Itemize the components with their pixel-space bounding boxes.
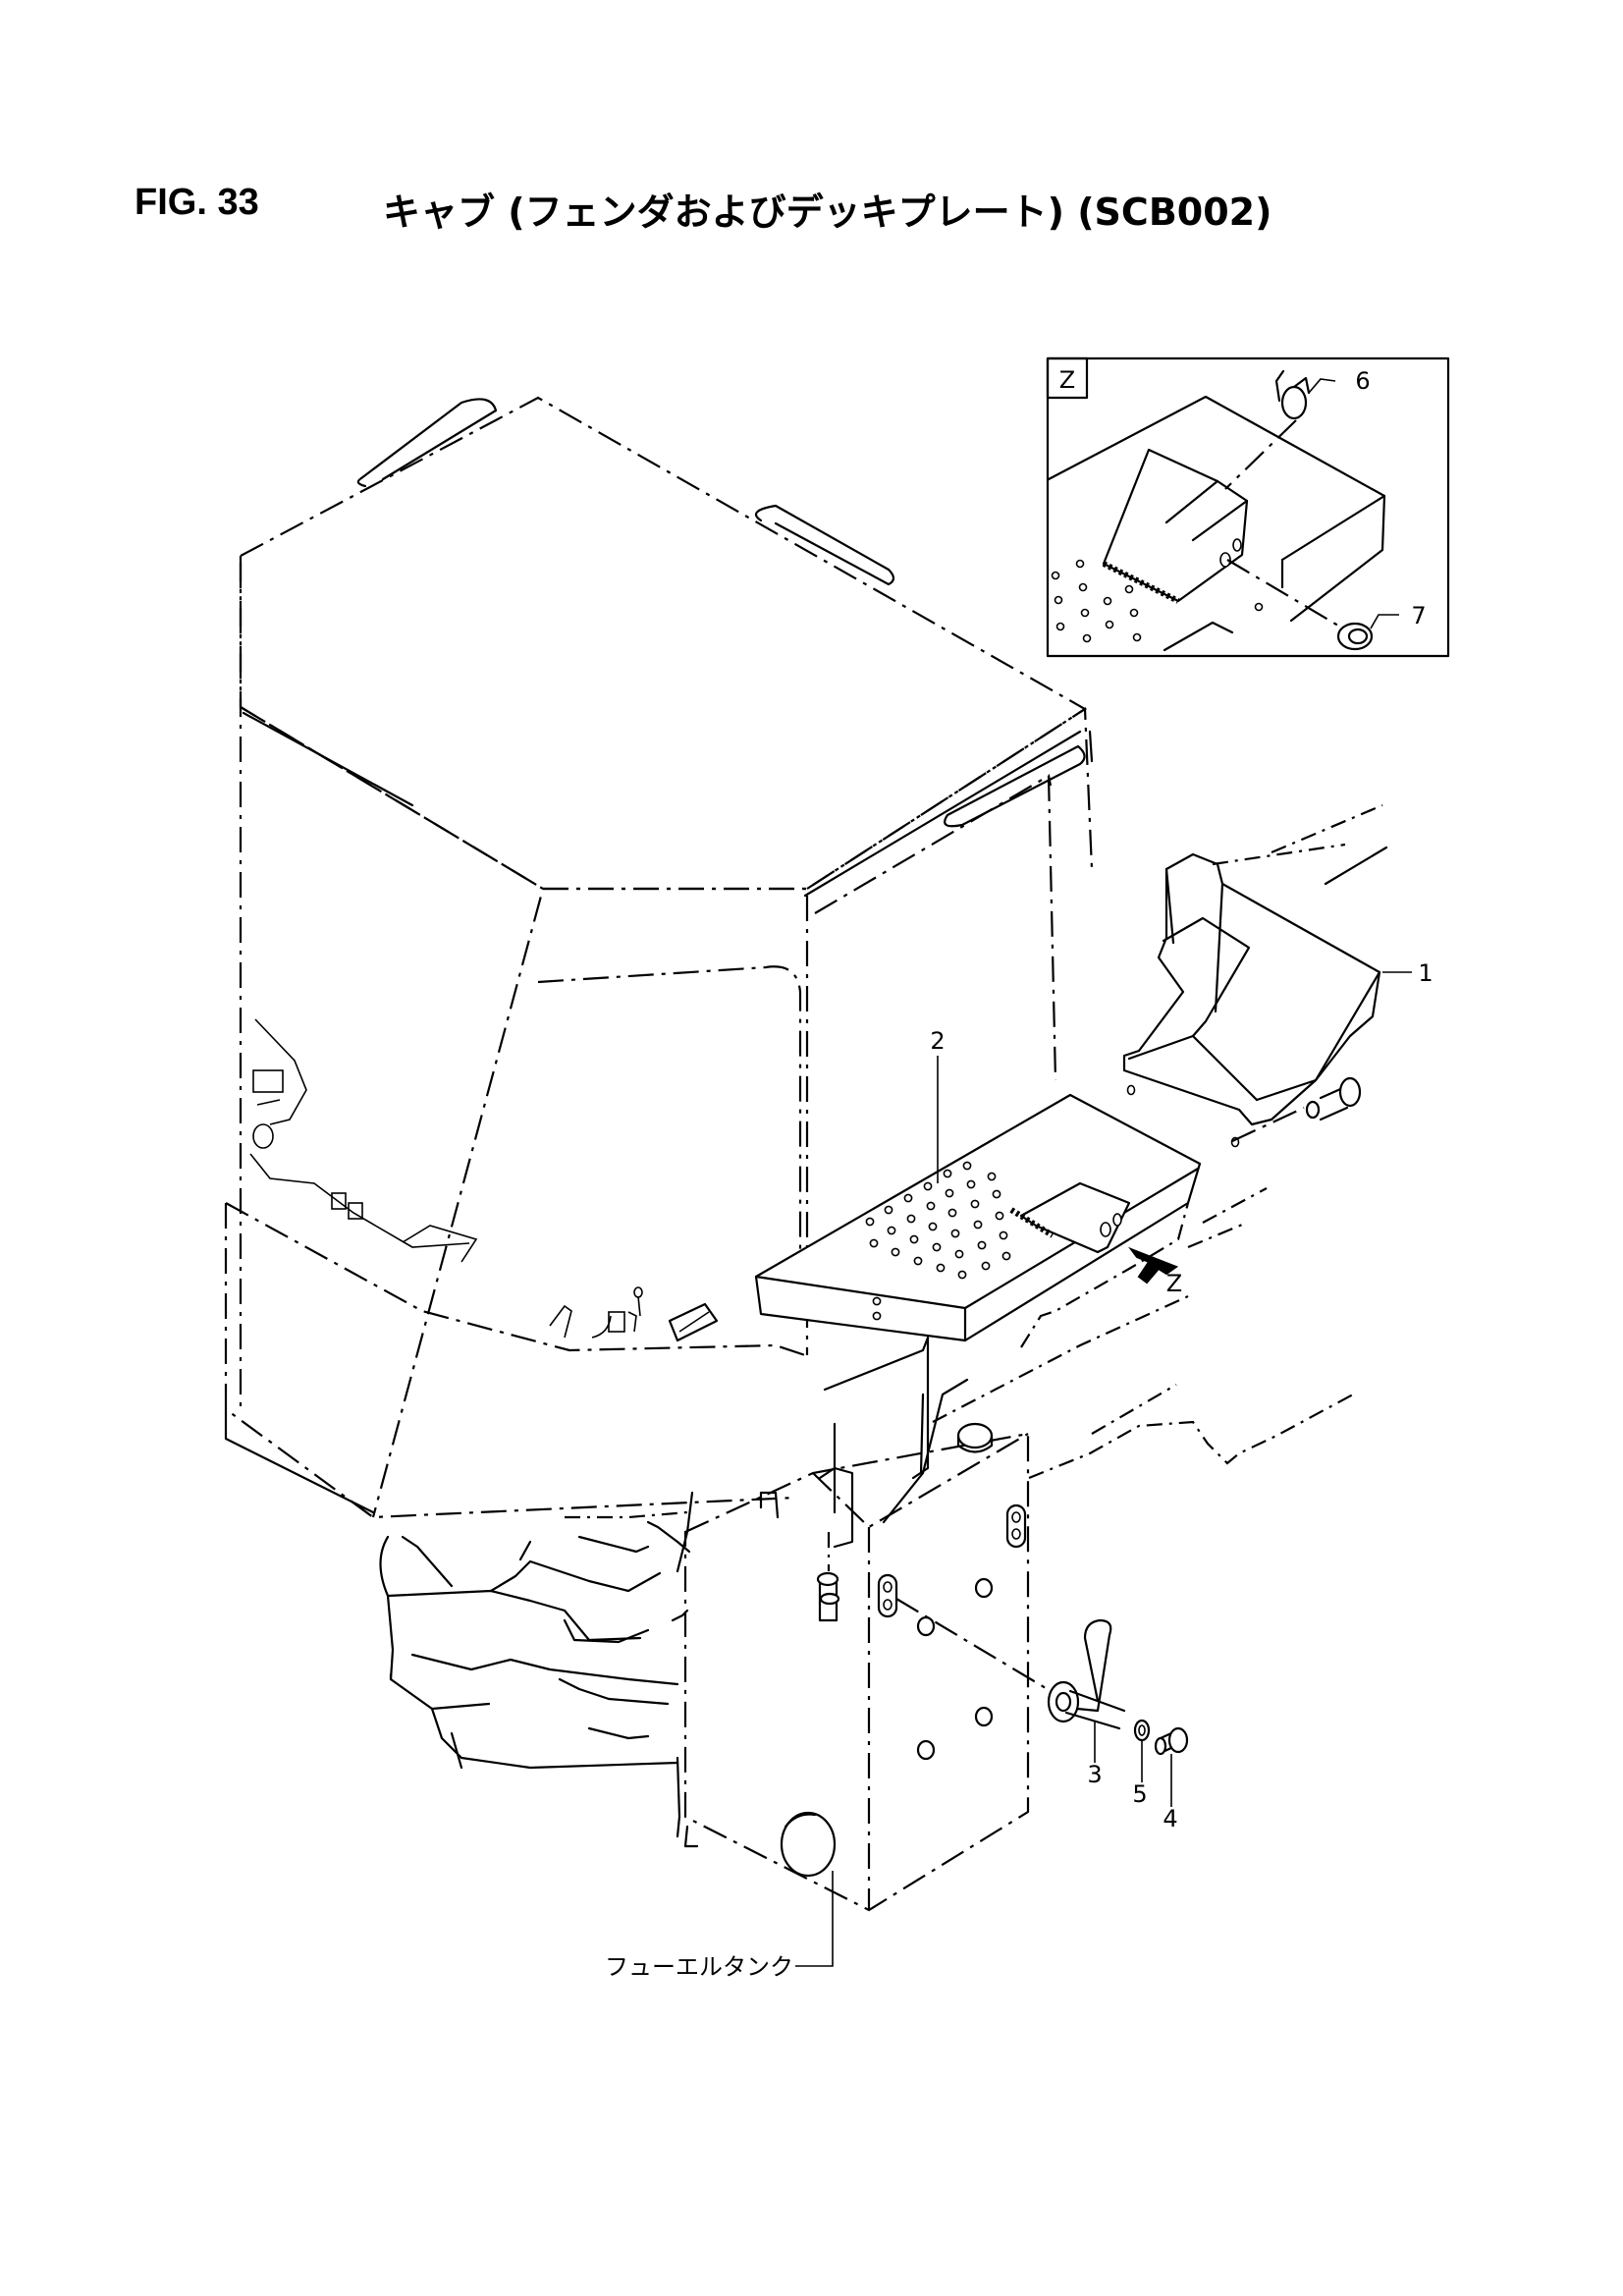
callout-7: 7 [1411, 602, 1426, 629]
callout-3: 3 [1087, 1761, 1102, 1788]
figure-header: FIG. 33 キャブ (フェンダおよびデッキプレート) (SCB002) [135, 182, 1509, 241]
part-1-fender [1122, 803, 1412, 1148]
view-arrow-z [1128, 1246, 1179, 1285]
view-arrow-label: Z [1166, 1270, 1182, 1297]
detail-view-label: Z [1059, 366, 1075, 394]
part-3-handrail [895, 1598, 1126, 1763]
part-2-deck-plate [754, 1056, 1202, 1480]
part-7-grommet [1226, 559, 1399, 651]
callout-1: 1 [1418, 959, 1433, 987]
machine-frame-phantom [1028, 1187, 1354, 1480]
detail-view-z: Z [1046, 356, 1450, 658]
fuel-tank [683, 1378, 1030, 1912]
detail-view-frame [1046, 356, 1450, 658]
deck-plate-hole-grid [865, 1161, 1011, 1280]
undercarriage-details [379, 1491, 780, 1848]
dashboard-details [249, 1018, 719, 1342]
detail-deck-block [1047, 395, 1386, 652]
part-4-bolt [1154, 1726, 1189, 1807]
callout-5: 5 [1132, 1780, 1147, 1808]
part-5-washer [1133, 1719, 1151, 1782]
callout-2: 2 [930, 1027, 945, 1055]
callout-6: 6 [1355, 367, 1370, 395]
fuel-tank-label: フューエルタンク [605, 1953, 793, 1981]
fuel-tank-leader [795, 1871, 834, 1967]
part-6-hinge-pin [1224, 369, 1336, 490]
detail-view-tag-box [1046, 356, 1089, 400]
cab-phantom-outline [224, 396, 1094, 1519]
figure-number: FIG. 33 [135, 182, 259, 223]
figure-title: キャブ (フェンダおよびデッキプレート) (SCB002) [383, 191, 1272, 234]
detail-dot-pattern [1051, 559, 1264, 643]
callout-4: 4 [1163, 1805, 1177, 1832]
